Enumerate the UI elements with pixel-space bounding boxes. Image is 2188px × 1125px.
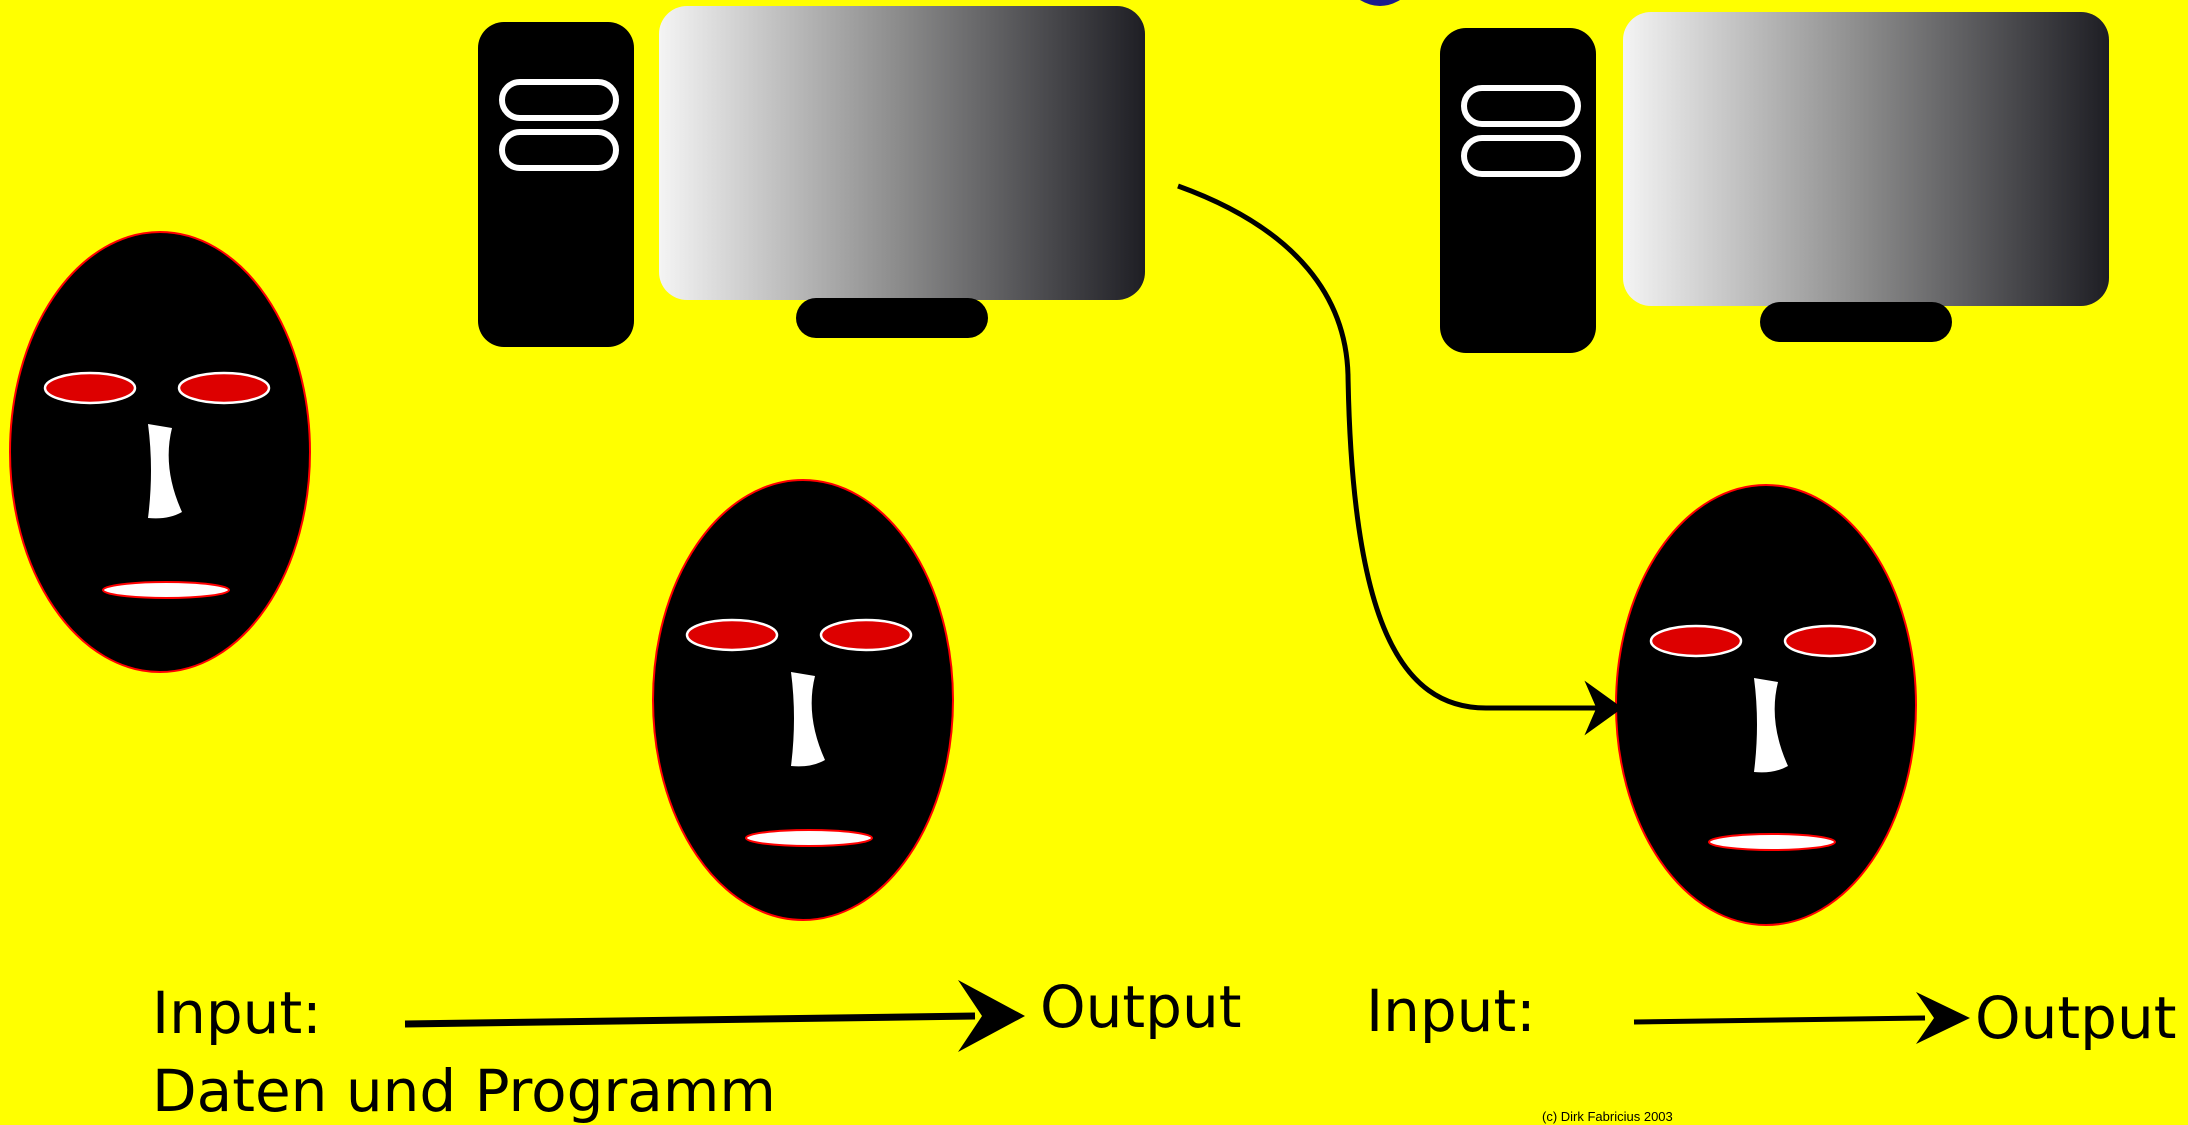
mouth bbox=[1708, 833, 1836, 851]
drive-bay-icon bbox=[499, 79, 619, 121]
nose bbox=[1754, 678, 1788, 773]
drive-bay-icon bbox=[1461, 135, 1581, 177]
monitor-stand-left bbox=[796, 298, 988, 338]
face-right-icon bbox=[1615, 484, 1917, 926]
input-output-arrow-right bbox=[1633, 992, 1970, 1044]
drive-bay-icon bbox=[1461, 85, 1581, 127]
tower-right bbox=[1440, 28, 1596, 353]
input-label-left: Input: bbox=[152, 979, 322, 1047]
input-detail-label: Daten und Programm bbox=[152, 1057, 776, 1125]
eye-right bbox=[819, 618, 913, 652]
copyright-note: (c) Dirk Fabricius 2003 bbox=[1542, 1109, 1673, 1124]
eye-left bbox=[685, 618, 779, 652]
face-left-icon bbox=[9, 231, 311, 673]
top-fragment-shape bbox=[1360, 0, 1400, 6]
tower-left bbox=[478, 22, 634, 347]
nose bbox=[791, 672, 825, 767]
arrowhead-icon bbox=[1584, 680, 1623, 736]
monitor-screen-right bbox=[1623, 12, 2109, 306]
eye-left bbox=[1649, 624, 1743, 658]
input-label-right: Input: bbox=[1366, 977, 1536, 1045]
output-label-left: Output bbox=[1040, 973, 1242, 1041]
eye-right bbox=[177, 371, 271, 405]
curved-arrow-connector bbox=[1177, 183, 1623, 736]
mouth bbox=[745, 829, 873, 847]
computer-right-icon bbox=[1440, 12, 2109, 353]
monitor-screen-left bbox=[659, 6, 1145, 300]
monitor-stand-right bbox=[1760, 302, 1952, 342]
eye-right bbox=[1783, 624, 1877, 658]
nose bbox=[148, 424, 182, 519]
eye-left bbox=[43, 371, 137, 405]
drive-bay-icon bbox=[499, 129, 619, 171]
arrowhead-icon bbox=[958, 980, 1025, 1052]
mouth bbox=[102, 581, 230, 599]
output-label-right: Output bbox=[1975, 984, 2177, 1052]
arrowhead-icon bbox=[1916, 992, 1970, 1044]
computer-left-icon bbox=[478, 6, 1145, 347]
input-output-arrow-left bbox=[404, 980, 1025, 1052]
face-center-icon bbox=[652, 479, 954, 921]
